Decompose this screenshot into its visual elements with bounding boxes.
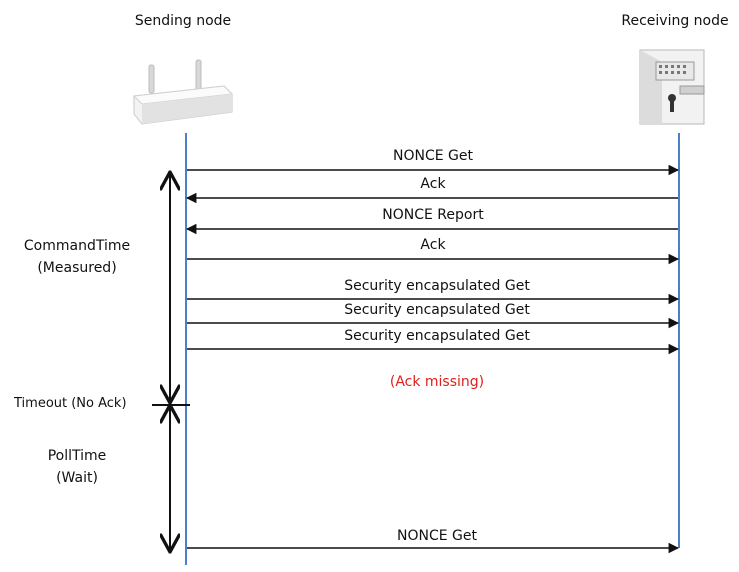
command-time-sub-label: (Measured) <box>37 260 117 276</box>
timeout-label: Timeout (No Ack) <box>14 396 127 411</box>
msg-label: NONCE Report <box>382 207 484 223</box>
msg-label: Security encapsulated Get <box>344 328 530 344</box>
receiver-title: Receiving node <box>621 13 729 29</box>
door-lock-icon <box>639 49 705 125</box>
command-time-label: CommandTime <box>23 238 131 254</box>
poll-time-label: PollTime <box>47 448 107 464</box>
ack-missing-note: (Ack missing) <box>389 374 485 390</box>
msg-label: NONCE Get <box>393 148 473 164</box>
router-icon <box>132 59 234 125</box>
msg-label: Ack <box>420 176 446 192</box>
msg-label: Security encapsulated Get <box>344 302 530 318</box>
msg-label: NONCE Get <box>397 528 477 544</box>
msg-label: Security encapsulated Get <box>344 278 530 294</box>
msg-label: Ack <box>420 237 446 253</box>
sender-title: Sending node <box>134 13 232 29</box>
poll-time-sub-label: (Wait) <box>56 470 98 486</box>
